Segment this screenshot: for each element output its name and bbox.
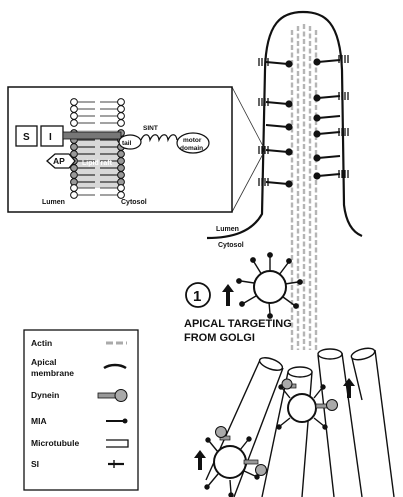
up-arrow-icon: [222, 284, 234, 306]
s-domain-label: S: [23, 132, 30, 143]
sint-label: SINT: [143, 125, 158, 132]
microvillus-lumen-label: Lumen: [216, 226, 239, 233]
ap-label: AP: [53, 156, 65, 166]
lipid-bilayer: [71, 98, 125, 198]
microtubule-2: [262, 372, 312, 497]
microvillus-cytosol-label: Cytosol: [218, 242, 244, 249]
microtubule-vesicle-upper: [277, 379, 338, 429]
legend-label-actin: Actin: [31, 338, 52, 348]
legend-label-apical-2: membrane: [31, 368, 74, 378]
legend-label-si: SI: [31, 459, 39, 469]
legend-label-apical-1: Apical: [31, 357, 57, 367]
legend-label-mia: MIA: [31, 416, 47, 426]
legend-label-microtubule: Microtubule: [31, 438, 79, 448]
legend-label-dynein: Dynein: [31, 390, 59, 400]
tail-label: tail: [122, 140, 132, 147]
inset-panel: S I AP Lipid raft tail SINT motor domain…: [8, 87, 232, 212]
legend: Actin Apical membrane Dynein MIA Microtu…: [24, 330, 138, 490]
motor-domain-label-1: motor: [183, 137, 202, 144]
up-arrow-icon-2: [343, 378, 355, 398]
inset-cytosol-label: Cytosol: [121, 199, 147, 206]
up-arrow-icon-3: [194, 450, 206, 470]
step-caption-line2: FROM GOLGI: [184, 332, 255, 344]
step-number: 1: [193, 288, 201, 305]
motor-domain-label-2: domain: [180, 145, 203, 152]
step-caption-line1: APICAL TARGETING: [184, 318, 292, 330]
i-domain-label: I: [49, 132, 52, 143]
inset-lumen-label: Lumen: [42, 199, 65, 206]
lipid-raft-label: Lipid raft: [82, 160, 113, 167]
actin-bundle: [292, 24, 316, 350]
